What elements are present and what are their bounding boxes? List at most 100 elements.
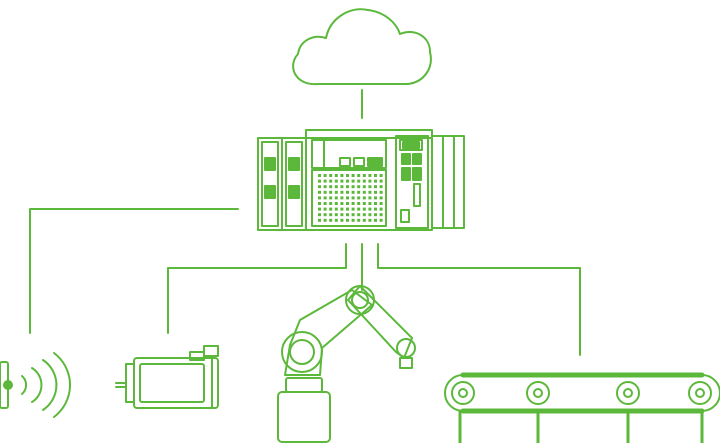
vent-dot bbox=[362, 207, 366, 211]
vent-dot bbox=[357, 190, 361, 194]
vent-dot bbox=[374, 207, 377, 211]
plc-controller-icon bbox=[257, 129, 465, 231]
vent-dot bbox=[362, 185, 366, 189]
vent-dot bbox=[362, 202, 366, 205]
vent-dot bbox=[334, 174, 338, 177]
vent-dot bbox=[346, 213, 349, 217]
conveyor-link-line bbox=[377, 243, 581, 356]
vent-dot bbox=[379, 179, 383, 183]
vent-dot bbox=[340, 207, 344, 211]
vent-dot bbox=[351, 196, 355, 200]
vent-dot bbox=[368, 213, 372, 217]
vent-dot bbox=[334, 207, 338, 211]
vent-dot bbox=[368, 218, 372, 222]
right-io-module bbox=[395, 135, 429, 229]
vent-dot bbox=[340, 190, 344, 194]
vent-dot bbox=[340, 185, 344, 189]
vent-dot bbox=[346, 218, 349, 222]
cloud-icon bbox=[292, 8, 432, 86]
vent-dot bbox=[357, 174, 361, 177]
vent-dot bbox=[374, 213, 377, 217]
vent-dot bbox=[374, 218, 377, 222]
vent-dot bbox=[357, 218, 361, 222]
vent-dot bbox=[346, 196, 349, 200]
vent-dot bbox=[351, 207, 355, 211]
vent-dot bbox=[318, 196, 321, 200]
vent-dot bbox=[329, 196, 333, 200]
vent-dot bbox=[362, 190, 366, 194]
vent-dot bbox=[379, 207, 383, 211]
vent-dot bbox=[368, 202, 372, 205]
vent-dot bbox=[379, 202, 383, 205]
vent-dot bbox=[323, 179, 327, 183]
vent-dot bbox=[368, 185, 372, 189]
vent-dot bbox=[318, 213, 321, 217]
vent-dot bbox=[357, 185, 361, 189]
vent-dot bbox=[329, 207, 333, 211]
servo-motor-icon bbox=[115, 345, 219, 409]
vent-dot bbox=[334, 218, 338, 222]
vent-dot bbox=[334, 202, 338, 205]
vent-dot bbox=[379, 196, 383, 200]
plc-button bbox=[339, 157, 351, 167]
vent-dot bbox=[346, 190, 349, 194]
vent-dot bbox=[323, 185, 327, 189]
vent-dot bbox=[368, 174, 372, 177]
vent-dot bbox=[323, 174, 327, 177]
sensor-link-line bbox=[29, 208, 239, 334]
vent-dot bbox=[329, 213, 333, 217]
vent-dot bbox=[318, 185, 321, 189]
vent-dot bbox=[318, 179, 321, 183]
vent-dot bbox=[346, 179, 349, 183]
plc-button bbox=[353, 157, 365, 167]
vent-dot bbox=[323, 190, 327, 194]
vent-dot bbox=[357, 179, 361, 183]
vent-dot bbox=[340, 213, 344, 217]
vent-dot bbox=[362, 179, 366, 183]
vent-dot bbox=[351, 190, 355, 194]
vent-dot bbox=[323, 196, 327, 200]
vent-dot bbox=[346, 185, 349, 189]
vent-dot bbox=[374, 196, 377, 200]
vent-dot bbox=[329, 202, 333, 205]
vent-dot bbox=[340, 196, 344, 200]
vent-dot bbox=[318, 174, 321, 177]
vent-dot bbox=[318, 190, 321, 194]
vent-dot bbox=[318, 218, 321, 222]
vent-dot bbox=[351, 185, 355, 189]
vent-dot bbox=[329, 218, 333, 222]
vent-dot bbox=[323, 213, 327, 217]
vent-dot bbox=[374, 174, 377, 177]
vent-dot bbox=[351, 179, 355, 183]
vent-dot bbox=[374, 202, 377, 205]
vent-dot bbox=[379, 190, 383, 194]
vent-dot bbox=[329, 174, 333, 177]
vent-dot bbox=[334, 196, 338, 200]
vent-dot bbox=[329, 185, 333, 189]
vent-dot bbox=[368, 179, 372, 183]
vent-dot bbox=[340, 202, 344, 205]
connection-lines bbox=[29, 89, 581, 356]
vent-dot bbox=[362, 213, 366, 217]
vent-dot bbox=[346, 202, 349, 205]
vent-dot bbox=[357, 196, 361, 200]
vent-dot bbox=[379, 185, 383, 189]
vent-dot bbox=[318, 202, 321, 205]
vent-dot bbox=[374, 185, 377, 189]
vent-dot bbox=[374, 190, 377, 194]
conveyor-belt-icon bbox=[444, 372, 720, 443]
vent-dot bbox=[323, 207, 327, 211]
vent-dot bbox=[351, 202, 355, 205]
end-plate-module bbox=[431, 135, 465, 229]
vent-dot bbox=[362, 174, 366, 177]
vent-dot bbox=[351, 218, 355, 222]
vent-dot bbox=[323, 202, 327, 205]
wireless-sensor-icon bbox=[0, 352, 71, 418]
vent-dot bbox=[351, 174, 355, 177]
vent-dot bbox=[368, 196, 372, 200]
vent-dot bbox=[357, 202, 361, 205]
vent-dot bbox=[374, 179, 377, 183]
vent-dot bbox=[334, 185, 338, 189]
vent-dot bbox=[329, 179, 333, 183]
